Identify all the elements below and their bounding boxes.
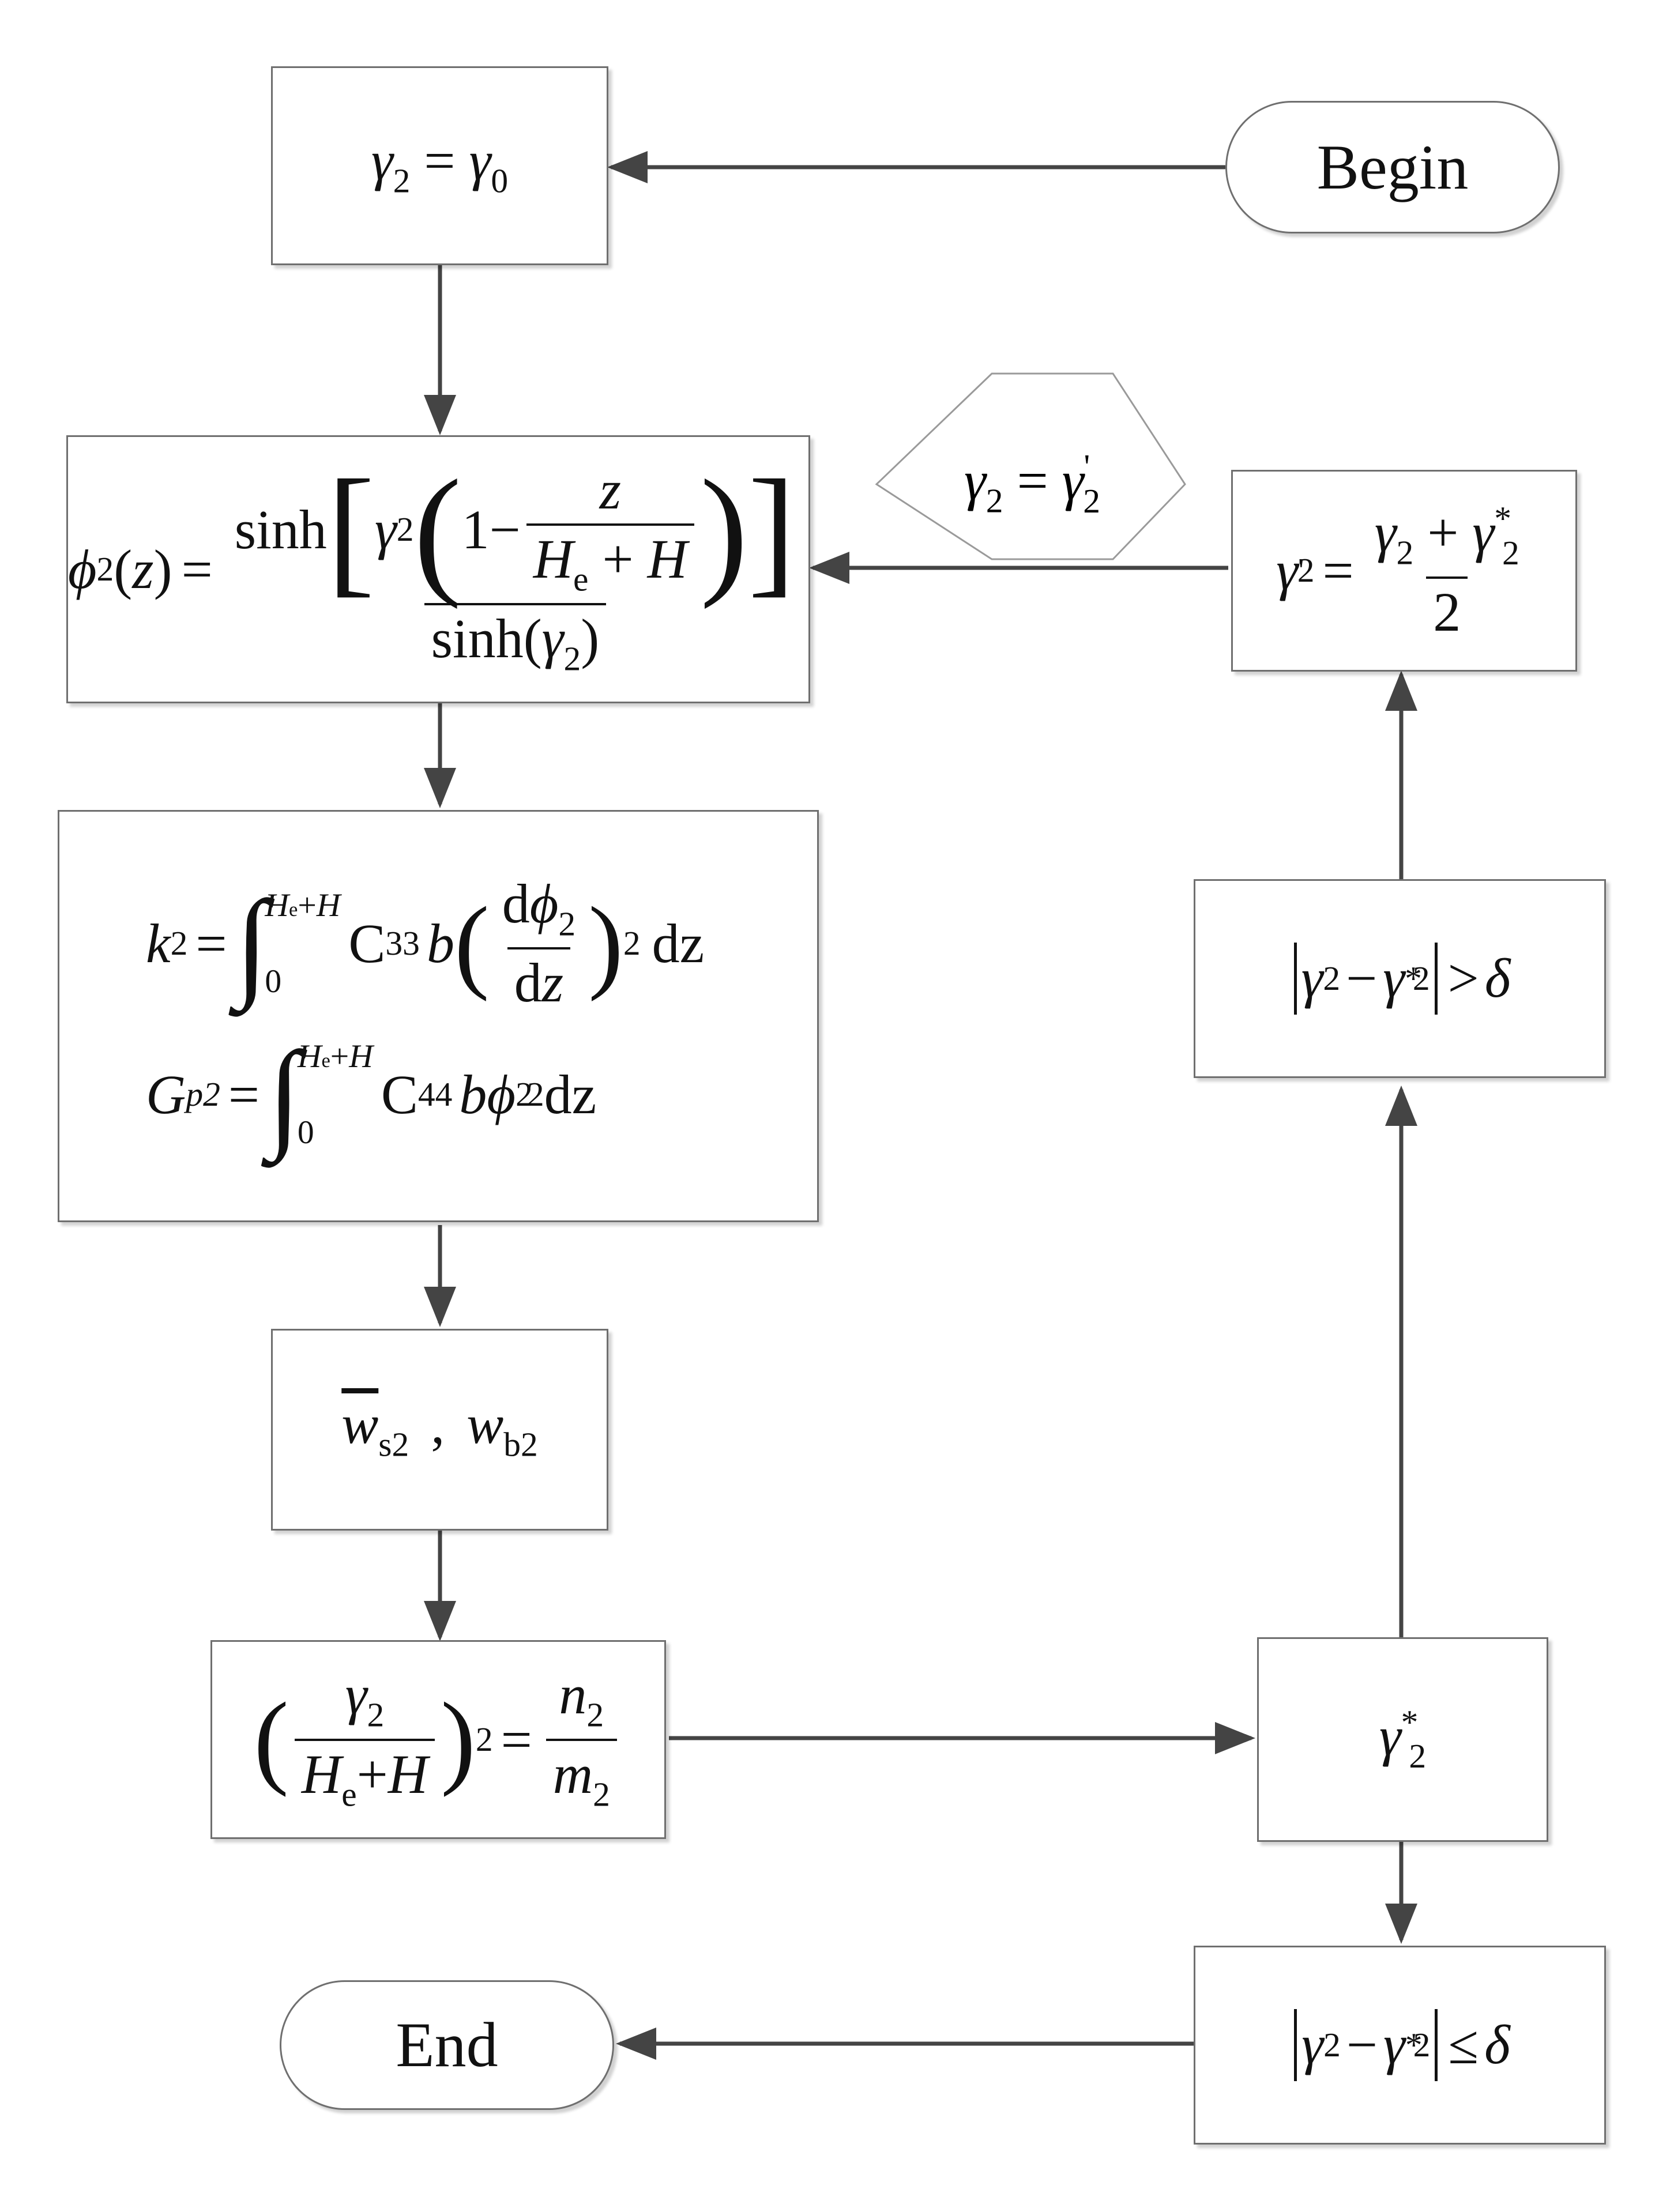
- begin-label: Begin: [1316, 131, 1469, 202]
- hexagon-assign-label: γ2 = γ'2: [964, 447, 1101, 520]
- init-gamma-box: γ2 = γ0: [271, 66, 608, 265]
- hexagon-assign-shape: [875, 372, 1186, 560]
- gamma-update-box: γ'2 = γ2 + γ*2 2: [1231, 470, 1577, 672]
- end-terminal: End: [280, 1980, 614, 2110]
- settlement-box: ws2 , wb2: [271, 1329, 608, 1531]
- gamma-star-formula: γ*2: [1379, 1702, 1427, 1776]
- end-label: End: [396, 2010, 498, 2080]
- begin-terminal: Begin: [1225, 101, 1560, 233]
- characteristic-equation-formula: ( γ2 He+H )2 = n2 m2: [254, 1667, 623, 1811]
- gamma-update-formula: γ'2 = γ2 + γ*2 2: [1276, 499, 1519, 643]
- settlement-formula: ws2 , wb2: [341, 1393, 538, 1464]
- gamma-star-box: γ*2: [1257, 1637, 1548, 1842]
- init-gamma-formula: γ2 = γ0: [371, 129, 509, 200]
- characteristic-equation-box: ( γ2 He+H )2 = n2 m2: [210, 1640, 666, 1839]
